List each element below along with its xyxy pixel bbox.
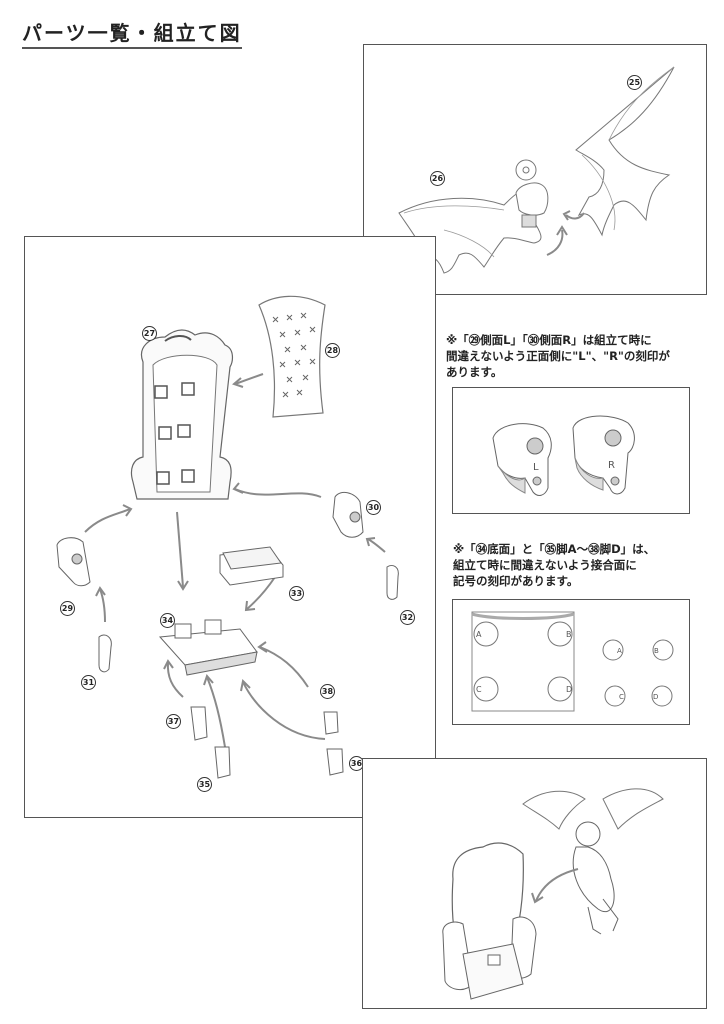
part-number-34: 34	[160, 613, 175, 628]
svg-text:B: B	[566, 630, 572, 639]
throne-assembly-panel: 27 28 29 30 31 32 33 34 35 36 37 38	[24, 236, 436, 818]
part-number-33: 33	[289, 586, 304, 601]
part-number-26: 26	[430, 171, 445, 186]
note-base-line-3: 記号の刻印があります。	[453, 574, 579, 588]
note-sides: ※「㉙側面L」「㉚側面R」は組立て時に 間違えないよう正面側に"L"、"R"の刻…	[446, 332, 670, 380]
svg-text:B: B	[654, 647, 659, 655]
page-title: パーツ一覧・組立て図	[22, 20, 242, 49]
wings-illustration	[398, 66, 675, 274]
note-base-line-1: ※「㉞底面」と「㉟脚A～㊳脚D」は、	[453, 542, 656, 556]
svg-text:C: C	[476, 685, 482, 694]
completed-figure-panel	[362, 758, 707, 1009]
svg-text:C: C	[619, 693, 624, 701]
part-number-37: 37	[166, 714, 181, 729]
part-number-29: 29	[60, 601, 75, 616]
note-base: ※「㉞底面」と「㉟脚A～㊳脚D」は、 組立て時に間違えないよう接合面に 記号の刻…	[453, 541, 655, 589]
svg-text:D: D	[566, 685, 572, 694]
sides-detail-illustration: L R	[492, 415, 635, 496]
sides-detail-box: L R	[452, 387, 690, 514]
throne-assembly-illustration	[56, 295, 399, 779]
note-base-line-2: 組立て時に間違えないよう接合面に	[453, 558, 637, 572]
completed-illustration	[442, 788, 664, 1000]
part-number-38: 38	[320, 684, 335, 699]
part-number-25: 25	[627, 75, 642, 90]
part-number-30: 30	[366, 500, 381, 515]
mark-L: L	[533, 462, 539, 473]
note-sides-line-1: ※「㉙側面L」「㉚側面R」は組立て時に	[446, 333, 652, 347]
mark-R: R	[608, 460, 615, 471]
part-number-35: 35	[197, 777, 212, 792]
part-number-28: 28	[325, 343, 340, 358]
svg-text:A: A	[476, 630, 482, 639]
part-number-32: 32	[400, 610, 415, 625]
part-number-27: 27	[142, 326, 157, 341]
svg-text:D: D	[653, 693, 658, 701]
note-sides-line-3: あります。	[446, 365, 503, 379]
note-sides-line-2: 間違えないよう正面側に"L"、"R"の刻印が	[446, 349, 670, 363]
svg-text:A: A	[617, 647, 622, 655]
part-number-31: 31	[81, 675, 96, 690]
base-detail-box: A B C D A B C D	[452, 599, 690, 725]
base-detail-illustration: A B C D A B C D	[471, 611, 674, 712]
